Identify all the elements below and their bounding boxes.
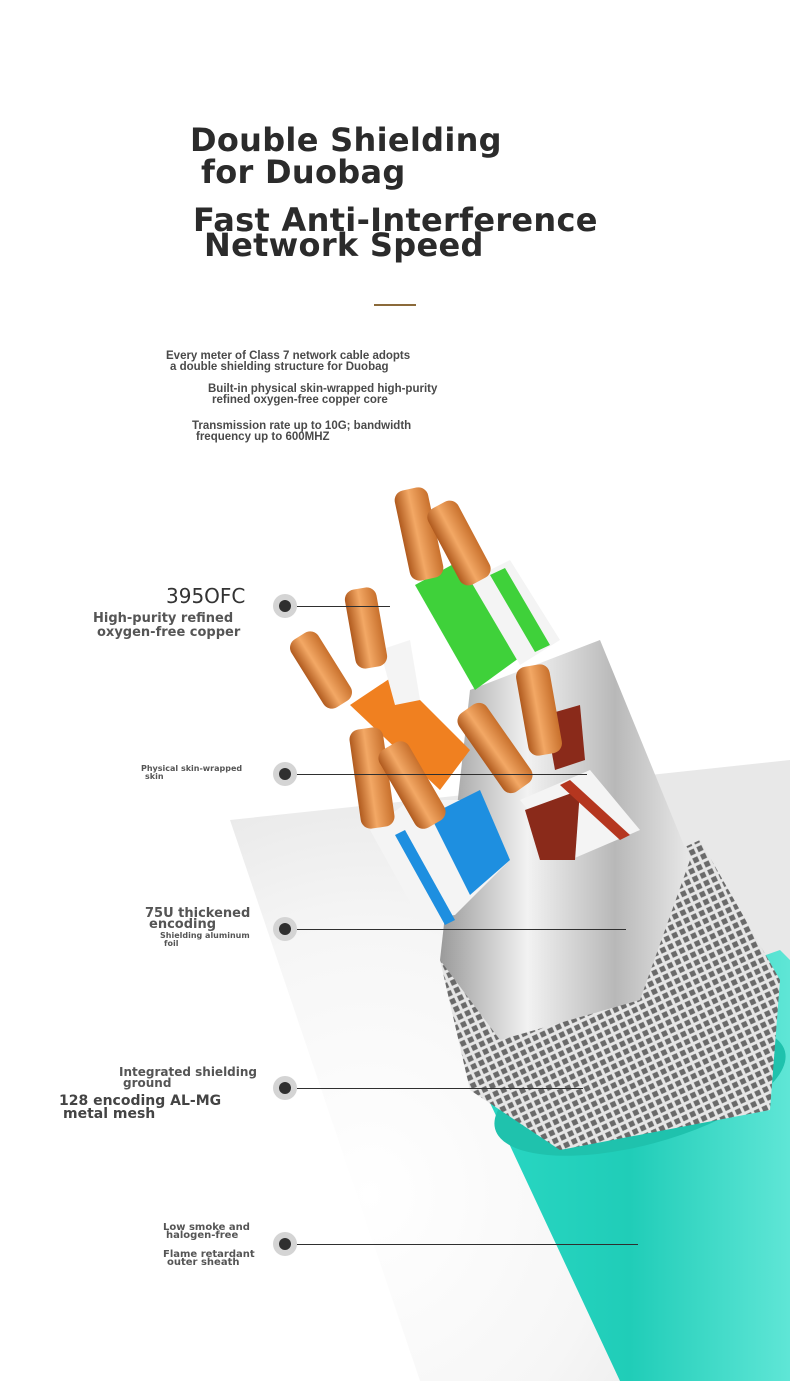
sheath-label-line-3: Flame retardant (163, 1249, 255, 1260)
sheath-label-line-4: outer sheath (167, 1257, 240, 1268)
sheath-callout-line (297, 1244, 638, 1245)
intro-1-line-1: Every meter of Class 7 network cable ado… (166, 350, 411, 362)
intro-2-line-1: Built-in physical skin-wrapped high-puri… (208, 383, 438, 395)
skin-callout-dot (273, 762, 297, 786)
headline-line-4: Network Speed (204, 226, 484, 264)
headline-line-3: Fast Anti-Interference (193, 201, 598, 239)
mesh-label-line-3: 128 encoding AL-MG (59, 1093, 222, 1109)
sheath-callout-dot (273, 1232, 297, 1256)
skin-label-line-2: skin (145, 772, 164, 781)
sheath-label-line-2: halogen-free (166, 1230, 239, 1241)
brown-pair-jacket (520, 770, 640, 860)
mesh-label-line-2: ground (123, 1076, 172, 1090)
headline-line-2: for Duobag (201, 153, 406, 191)
copper-callout-dot (273, 594, 297, 618)
skin-callout-line (297, 774, 587, 775)
gold-divider (374, 304, 416, 306)
foil-label-line-4: foil (164, 939, 179, 948)
intro-3-line-1: Transmission rate up to 10G; bandwidth (192, 420, 412, 432)
intro-2-line-2: refined oxygen-free copper core (212, 394, 388, 406)
copper-label-line-1: High-purity refined (93, 611, 234, 626)
foil-label-line-1: 75U thickened (145, 906, 251, 921)
sheath-label-line-1: Low smoke and (163, 1222, 250, 1233)
mesh-label-line-1: Integrated shielding (119, 1065, 258, 1079)
mesh-callout-dot (273, 1076, 297, 1100)
copper-code: 395OFC (166, 584, 246, 608)
mesh-callout-line (297, 1088, 583, 1089)
green-pair-jacket (415, 555, 530, 690)
copper-label-line-2: oxygen-free copper (97, 625, 241, 640)
foil-callout-dot (273, 917, 297, 941)
foil-label-line-2: encoding (149, 917, 217, 932)
headline-line-1: Double Shielding (190, 121, 502, 159)
intro-3-line-2: frequency up to 600MHZ (196, 431, 330, 443)
skin-label-line-1: Physical skin-wrapped (141, 764, 243, 773)
orange-pair-jacket (350, 675, 470, 790)
foil-callout-line (297, 929, 626, 930)
foil-label-line-3: Shielding aluminum (160, 931, 250, 940)
intro-1-line-2: a double shielding structure for Duobag (170, 361, 389, 373)
copper-callout-line (297, 606, 390, 607)
mesh-label-line-4: metal mesh (63, 1106, 156, 1122)
